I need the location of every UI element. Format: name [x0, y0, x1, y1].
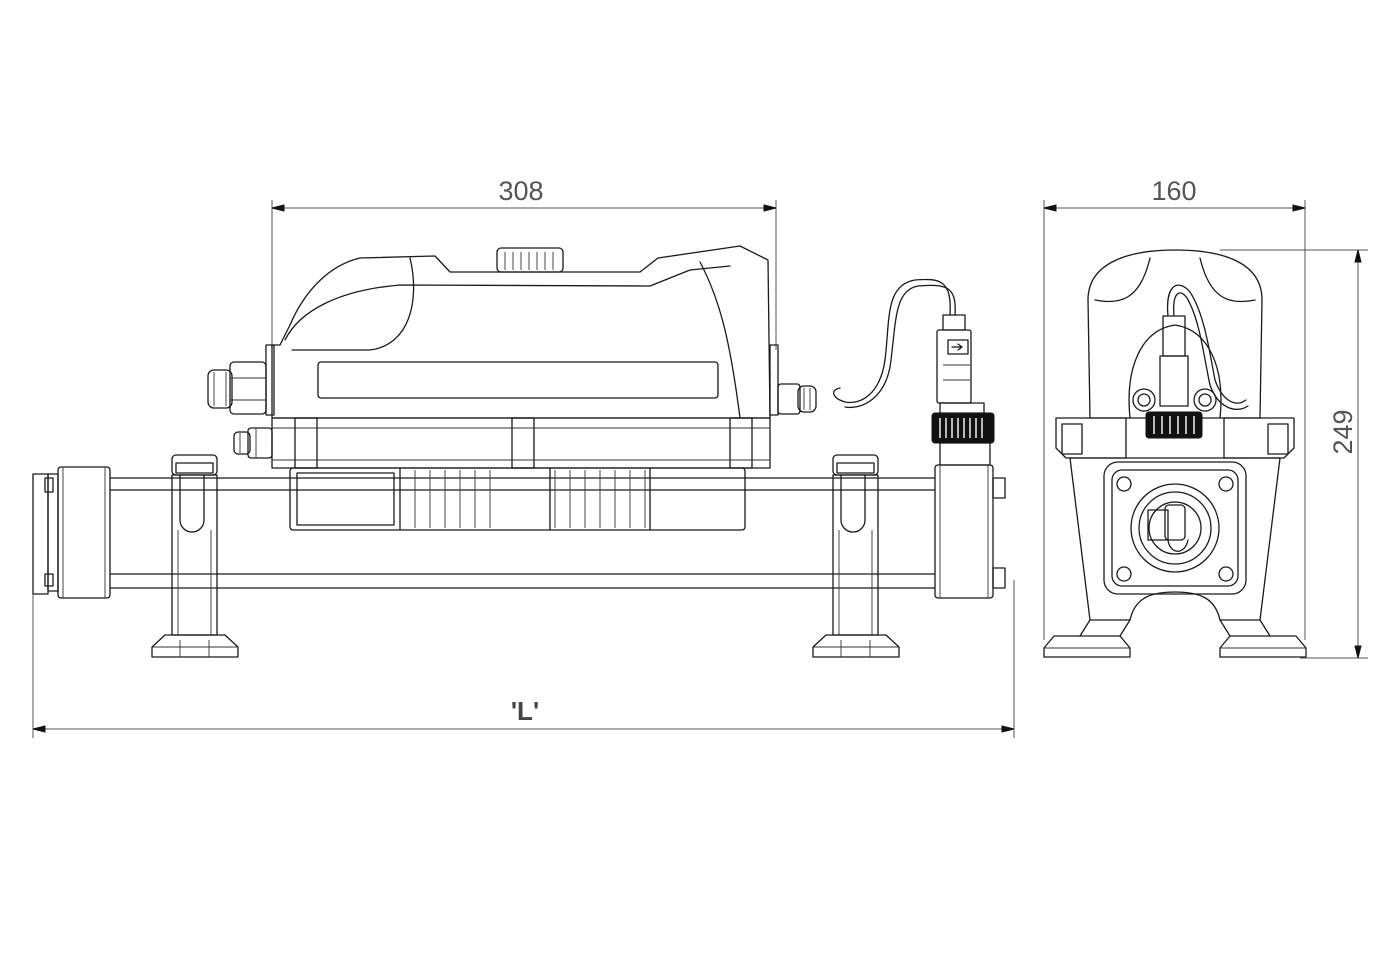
- heater-housing: [265, 245, 779, 531]
- dimension-depth: 160: [1043, 176, 1306, 640]
- left-support-leg: [151, 454, 239, 658]
- cable-gland-small: [233, 427, 273, 459]
- cable-gland-right: [777, 383, 817, 415]
- side-view: [32, 245, 1006, 658]
- depth-dimension-label: 160: [1151, 176, 1196, 206]
- front-view: [1043, 249, 1307, 658]
- height-dimension-label: 249: [1328, 409, 1358, 454]
- right-flow-fitting: [833, 278, 1006, 599]
- heater-tube: [109, 477, 936, 589]
- length-dimension-label: 'L': [511, 696, 539, 726]
- dimension-height: 249: [1220, 249, 1368, 659]
- left-end-cap: [32, 466, 111, 599]
- cable-gland-large: [207, 361, 267, 415]
- right-support-leg: [812, 454, 900, 658]
- dimension-width: 308: [271, 176, 777, 350]
- width-dimension-label: 308: [498, 176, 543, 206]
